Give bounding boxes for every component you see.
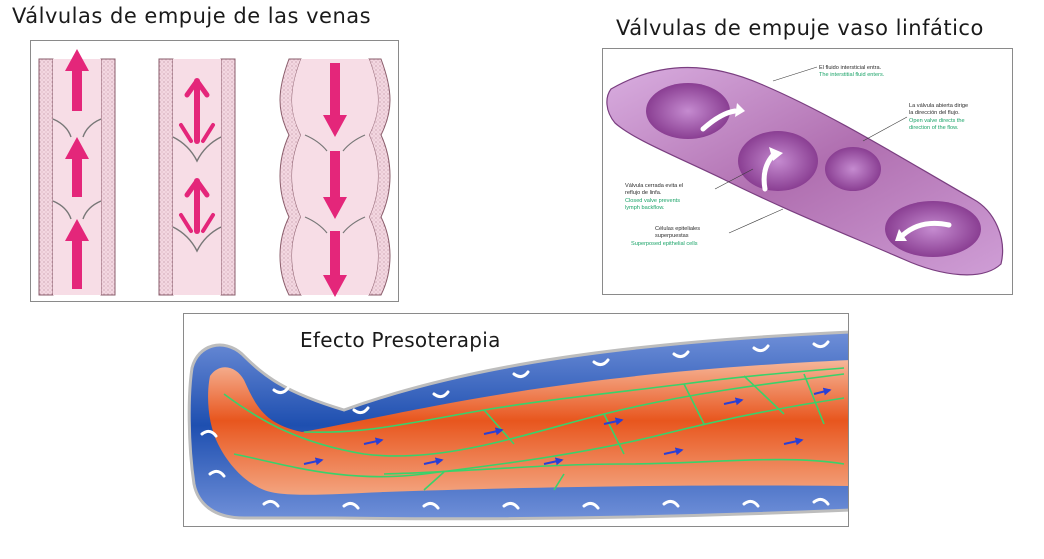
veins-illustration (30, 40, 399, 302)
lymphatic-vessels (223, 367, 845, 491)
flow-arrow-1 (700, 108, 738, 132)
vein-bulging (279, 58, 391, 297)
annotation-cells-en: Superposed epithelial cells (631, 241, 698, 247)
vein-straight (38, 49, 116, 296)
flow-arrows (303, 387, 832, 466)
cuff-pressure-arrows (200, 340, 830, 510)
vein-valves (158, 58, 236, 296)
pressotherapy-illustration: Efecto Presoterapia (183, 313, 849, 527)
annotation-closed-en-1: Closed valve prevents (625, 198, 680, 204)
annotation-closed-es-2: reflujo de linfa. (625, 190, 662, 196)
annotation-interstitial-es: El fluido intersticial entra. (819, 65, 882, 71)
annotation-interstitial-en: The interstitial fluid enters. (819, 72, 885, 78)
lymph-title: Válvulas de empuje vaso linfático (616, 16, 984, 40)
annotation-open-es-1: La válvula abierta dirige (909, 103, 968, 109)
annotation-open-en-1: Open valve directs the (909, 118, 965, 124)
annotation-open-es-2: la dirección del flujo. (909, 110, 960, 116)
annotation-closed-en-2: lymph backflow. (625, 205, 665, 211)
annotation-closed-es-1: Válvula cerrada evita el (625, 183, 683, 189)
veins-title: Válvulas de empuje de las venas (12, 4, 372, 28)
pressotherapy-title: Efecto Presoterapia (300, 328, 501, 352)
annotation-cells-es-1: Células epiteliales (655, 226, 700, 232)
annotation-open-en-2: direction of the flow. (909, 125, 959, 131)
annotation-cells-es-2: superpuestas (655, 233, 689, 239)
flow-arrow-3 (900, 220, 952, 238)
lymph-vessel-illustration: El fluido intersticial entra. The inters… (602, 48, 1013, 295)
